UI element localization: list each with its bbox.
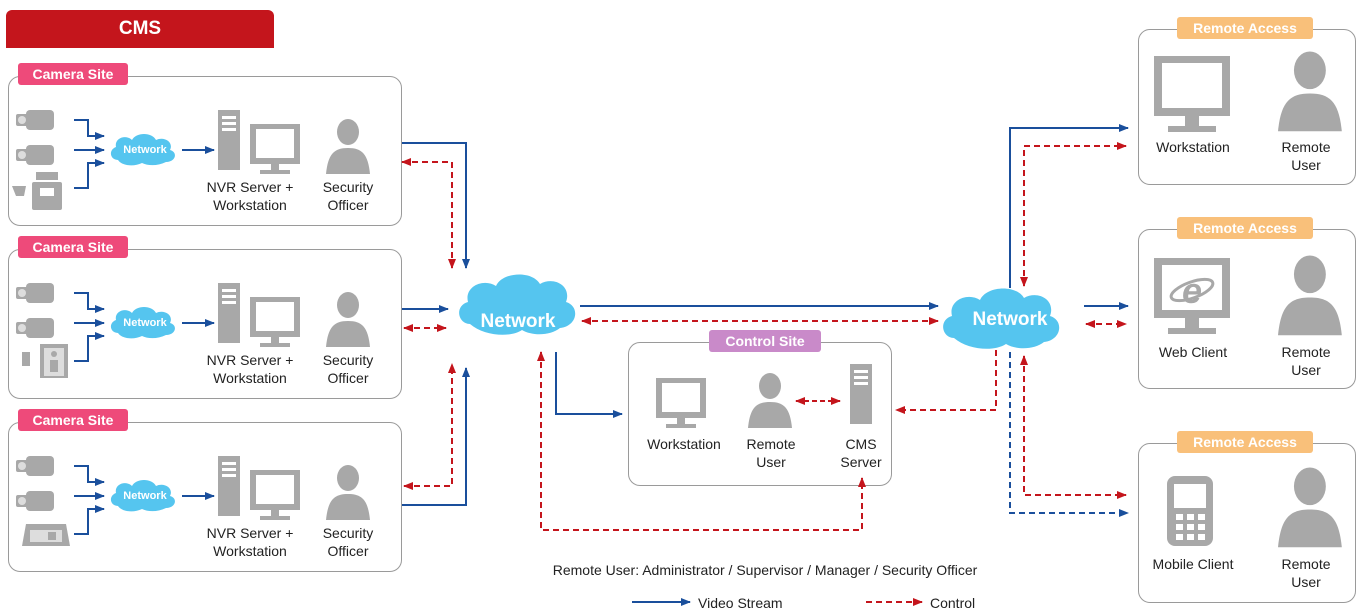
remote-access-tag-3: Remote Access	[1177, 431, 1313, 453]
remote-user-footnote: Remote User: Administrator / Supervisor …	[552, 562, 978, 578]
monitor-icon	[250, 124, 300, 174]
nvr-label: NVR Server +Workstation	[206, 179, 294, 213]
camera-site-tag-1: Camera Site	[18, 63, 128, 85]
person-icon	[1278, 467, 1342, 548]
monitor-icon	[656, 378, 706, 428]
remote-access-2-graphics: e	[1154, 255, 1342, 336]
alarm-panel-icon	[22, 524, 70, 546]
server-tower-icon	[218, 110, 240, 170]
nvr-label: NVR Server +Workstation	[206, 352, 294, 386]
cms-title: CMS	[6, 10, 274, 48]
person-icon	[1278, 255, 1342, 336]
web-client-label: Web Client	[1158, 344, 1228, 360]
nvr-label: NVR Server +Workstation	[206, 525, 294, 559]
central-network-cloud: Network	[459, 274, 576, 335]
camera-icon	[16, 283, 54, 303]
camera-icon	[16, 491, 54, 511]
mobile-phone-icon	[1167, 476, 1213, 546]
camera-icon	[16, 318, 54, 338]
monitor-icon	[1154, 56, 1230, 132]
mobile-client-label: Mobile Client	[1152, 556, 1234, 572]
camera-site-tag-3: Camera Site	[18, 409, 128, 431]
site-to-network-links	[401, 142, 470, 506]
svg-text:Network: Network	[973, 309, 1048, 330]
remote-workstation-label: Workstation	[1156, 139, 1230, 155]
ie-browser-icon: e	[1154, 258, 1230, 334]
remote-access-3-graphics	[1167, 467, 1342, 548]
svg-text:e: e	[1182, 270, 1202, 311]
svg-text:Network: Network	[481, 311, 556, 332]
camera-site-2-graphics: Network	[16, 283, 370, 378]
site-network-label: Network	[123, 317, 167, 329]
site-network-label: Network	[123, 144, 167, 156]
legend-control-label: Control	[930, 595, 976, 611]
remote-access-tag-1: Remote Access	[1177, 17, 1313, 39]
monitor-icon	[250, 470, 300, 520]
control-site-graphics	[656, 364, 872, 428]
camera-icon	[16, 110, 54, 130]
camera-icon	[16, 145, 54, 165]
remote-access-links	[1009, 124, 1129, 517]
cash-register-icon	[12, 172, 62, 210]
server-tower-icon	[850, 364, 872, 424]
person-icon	[326, 119, 370, 174]
camera-site-1-graphics: Network	[12, 110, 370, 210]
control-site-tag: Control Site	[709, 330, 821, 352]
camera-icon	[16, 456, 54, 476]
server-tower-icon	[218, 283, 240, 343]
remote-access-1-graphics	[1154, 51, 1342, 132]
person-icon	[1278, 51, 1342, 132]
person-icon	[326, 465, 370, 520]
control-workstation-label: Workstation	[647, 436, 721, 452]
person-icon	[326, 292, 370, 347]
network-to-network-links	[537, 302, 997, 531]
remote-network-cloud: Network	[943, 288, 1060, 349]
server-tower-icon	[218, 456, 240, 516]
legend-video-label: Video Stream	[698, 595, 783, 611]
site-network-label: Network	[123, 490, 167, 502]
camera-site-tag-2: Camera Site	[18, 236, 128, 258]
door-access-icon	[22, 344, 68, 378]
remote-access-tag-2: Remote Access	[1177, 217, 1313, 239]
monitor-icon	[250, 297, 300, 347]
person-icon	[748, 373, 792, 428]
camera-site-3-graphics: Network	[16, 456, 370, 546]
